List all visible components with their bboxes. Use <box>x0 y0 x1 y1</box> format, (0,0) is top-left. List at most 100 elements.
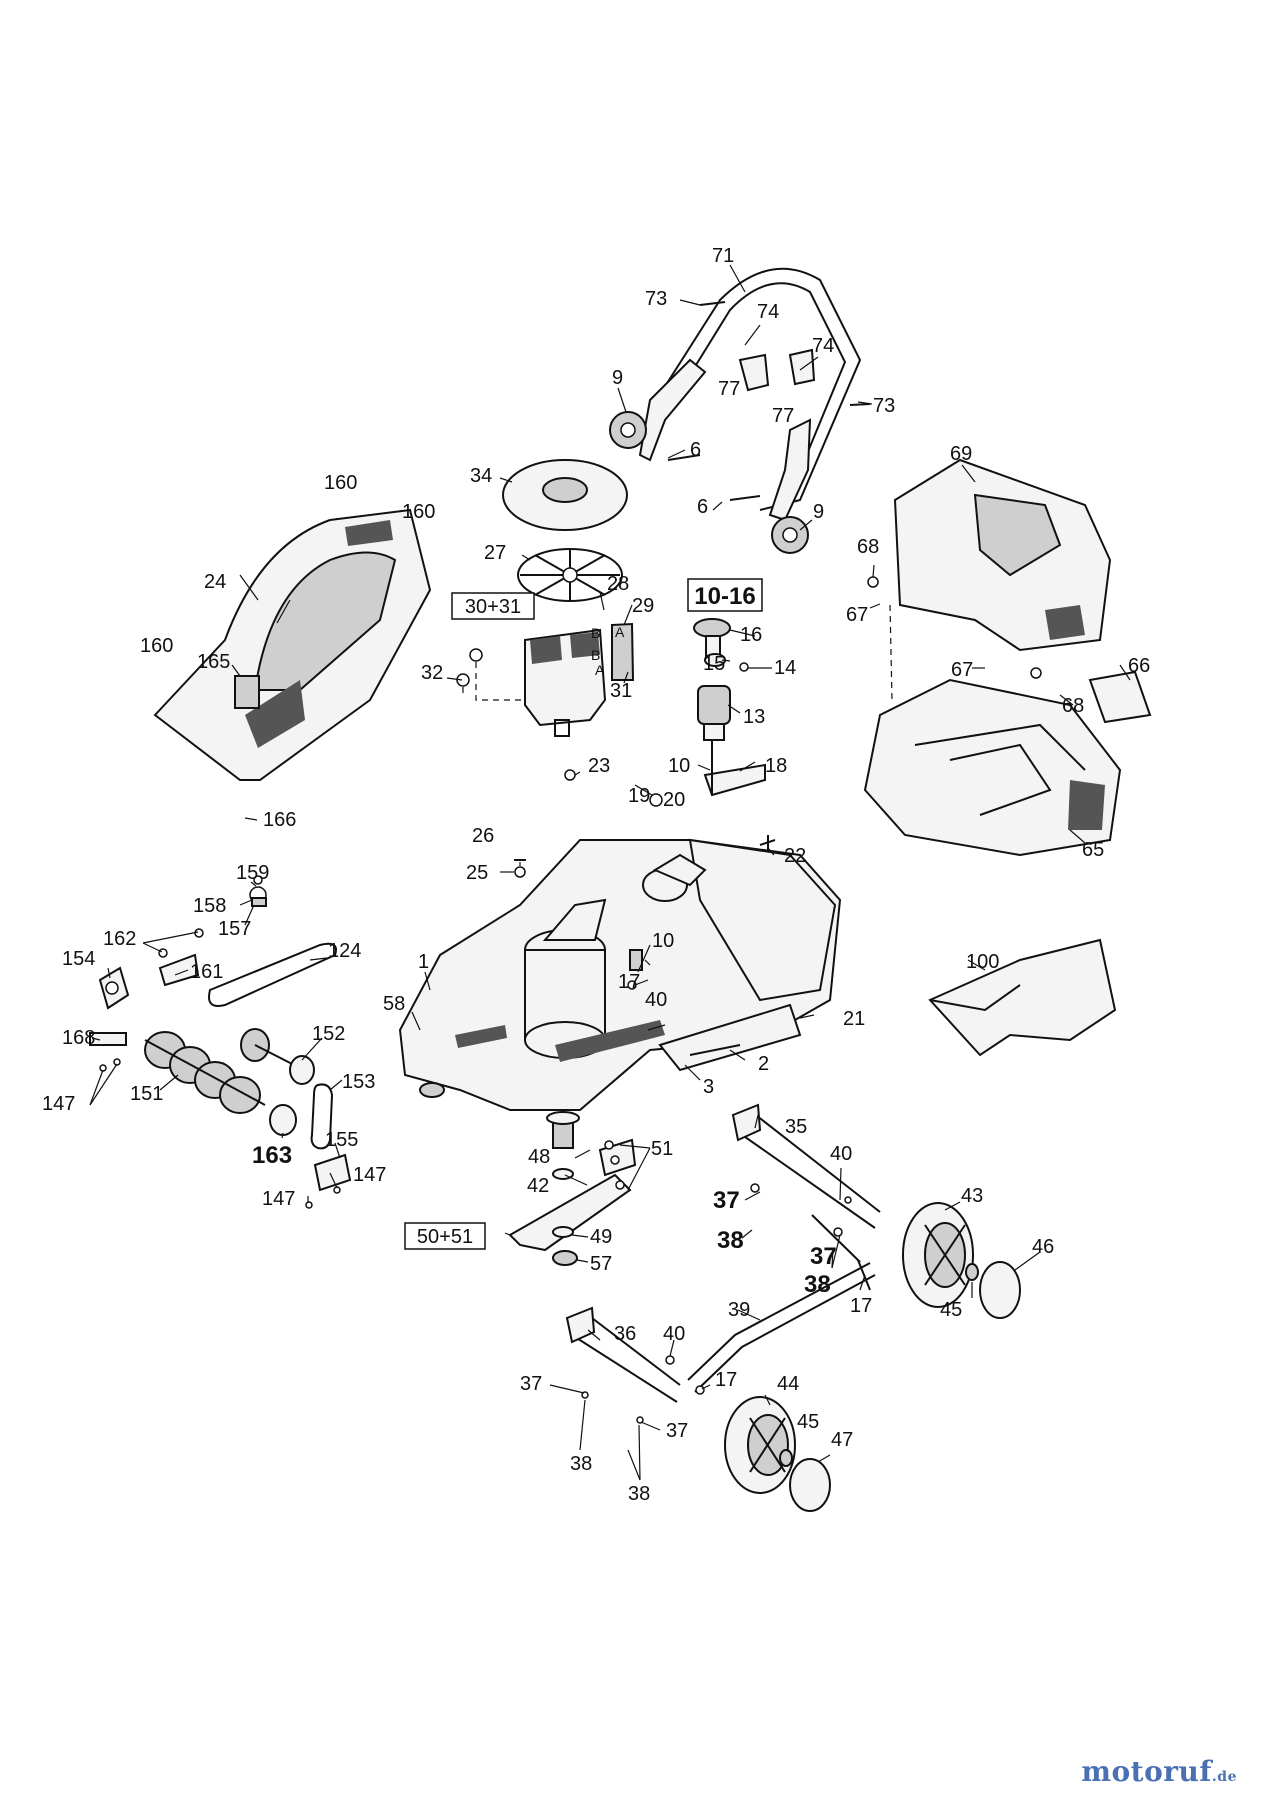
impeller-icon <box>517 548 623 602</box>
part-label: 45 <box>797 1411 819 1433</box>
part-label: 73 <box>645 288 667 310</box>
part-label: 58 <box>383 993 405 1015</box>
part-label: 160 <box>324 472 357 494</box>
part-label: 38 <box>628 1483 650 1505</box>
part-label: 100 <box>966 951 999 973</box>
part-label: 154 <box>62 948 95 970</box>
grass-box-handle-clip <box>1088 670 1152 724</box>
part-label: 68 <box>857 536 879 558</box>
part-label: 39 <box>728 1299 750 1321</box>
part-label: 27 <box>484 542 506 564</box>
grass-box-assembly <box>863 458 1152 857</box>
part-label: 77 <box>718 378 740 400</box>
bearing-bracket-right <box>313 1153 352 1192</box>
part-label: 9 <box>612 367 623 389</box>
part-label: 159 <box>236 862 269 884</box>
part-label: 21 <box>843 1008 865 1030</box>
site-watermark: motoruf.de <box>1081 1755 1237 1788</box>
part-label: 152 <box>312 1023 345 1045</box>
part-label: 37 <box>520 1373 542 1395</box>
deck-small-parts <box>514 769 776 990</box>
part-label: 77 <box>772 405 794 427</box>
part-label: 2 <box>758 1053 769 1075</box>
part-label: 68 <box>1062 695 1084 717</box>
wire-marker: A <box>615 624 625 640</box>
part-label: 3 <box>703 1076 714 1098</box>
part-label: 10 <box>668 755 690 777</box>
part-label: 73 <box>873 395 895 417</box>
wire-marker: B <box>591 625 600 641</box>
part-label: 37 <box>666 1420 688 1442</box>
part-label: 163 <box>252 1142 292 1169</box>
part-label: 17 <box>850 1295 872 1317</box>
part-label: 155 <box>325 1129 358 1151</box>
rear-wheel-icon <box>902 1202 974 1308</box>
motor-cover <box>153 508 432 781</box>
part-label: 6 <box>697 496 708 518</box>
part-label: 17 <box>715 1369 737 1391</box>
part-label: 74 <box>812 335 834 357</box>
front-wheel-icon <box>724 1396 796 1494</box>
wire-markers: B A B A <box>591 624 625 678</box>
part-label: 20 <box>663 789 685 811</box>
part-label: 13 <box>743 706 765 728</box>
gear-assembly <box>693 618 766 797</box>
part-label: 34 <box>470 465 492 487</box>
part-label: 24 <box>204 571 226 593</box>
capacitor-icon <box>611 622 635 681</box>
leader-lines <box>89 264 1131 1481</box>
wheel-cap-rear-icon <box>979 1261 1021 1319</box>
drive-belt-icon <box>208 942 337 1007</box>
part-label: 22 <box>784 845 806 867</box>
part-label: 40 <box>663 1323 685 1345</box>
part-label: 71 <box>712 245 734 267</box>
part-label: 69 <box>950 443 972 465</box>
watermark-tld: .de <box>1211 1769 1237 1785</box>
part-labels: 71 73 74 74 77 77 73 9 6 6 9 69 34 160 1… <box>42 245 1150 1505</box>
part-label: 38 <box>804 1271 831 1298</box>
watermark-brand: motoruf <box>1081 1755 1212 1788</box>
drive-pulley-icon <box>240 1028 315 1085</box>
part-label: 51 <box>651 1138 673 1160</box>
part-label: 44 <box>777 1373 799 1395</box>
part-label: 18 <box>765 755 787 777</box>
part-label: 37 <box>810 1243 837 1270</box>
part-label: 65 <box>1082 839 1104 861</box>
part-label: 32 <box>421 662 443 684</box>
part-label: 158 <box>193 895 226 917</box>
part-label: 67 <box>951 659 973 681</box>
part-label: 17 <box>618 971 640 993</box>
boxed-label: 30+31 <box>465 596 521 618</box>
wire-marker: A <box>595 662 605 678</box>
part-label: 40 <box>645 989 667 1011</box>
boxed-label: 50+51 <box>417 1226 473 1248</box>
motor-unit <box>456 622 635 737</box>
part-label: 38 <box>570 1453 592 1475</box>
part-label: 160 <box>402 501 435 523</box>
part-label: 47 <box>831 1429 853 1451</box>
part-label: 42 <box>527 1175 549 1197</box>
part-label: 168 <box>62 1027 95 1049</box>
part-label: 9 <box>813 501 824 523</box>
part-label: 28 <box>607 573 629 595</box>
part-label: 151 <box>130 1083 163 1105</box>
part-label: 147 <box>353 1164 386 1186</box>
handle-assembly <box>609 267 871 554</box>
part-label: 124 <box>328 940 361 962</box>
part-label: 14 <box>774 657 796 679</box>
part-label: 46 <box>1032 1236 1054 1258</box>
part-label: 157 <box>218 918 251 940</box>
part-label: 43 <box>961 1185 983 1207</box>
part-label: 25 <box>466 862 488 884</box>
part-label: 153 <box>342 1071 375 1093</box>
part-label: 36 <box>614 1323 636 1345</box>
part-label: 23 <box>588 755 610 777</box>
part-label: 162 <box>103 928 136 950</box>
part-label: 45 <box>940 1299 962 1321</box>
part-label: 161 <box>190 961 223 983</box>
mower-deck <box>398 838 842 1111</box>
part-label: 49 <box>590 1226 612 1248</box>
boxed-label-group: 30+31 10-16 50+51 <box>404 578 763 1250</box>
part-label: 35 <box>785 1116 807 1138</box>
